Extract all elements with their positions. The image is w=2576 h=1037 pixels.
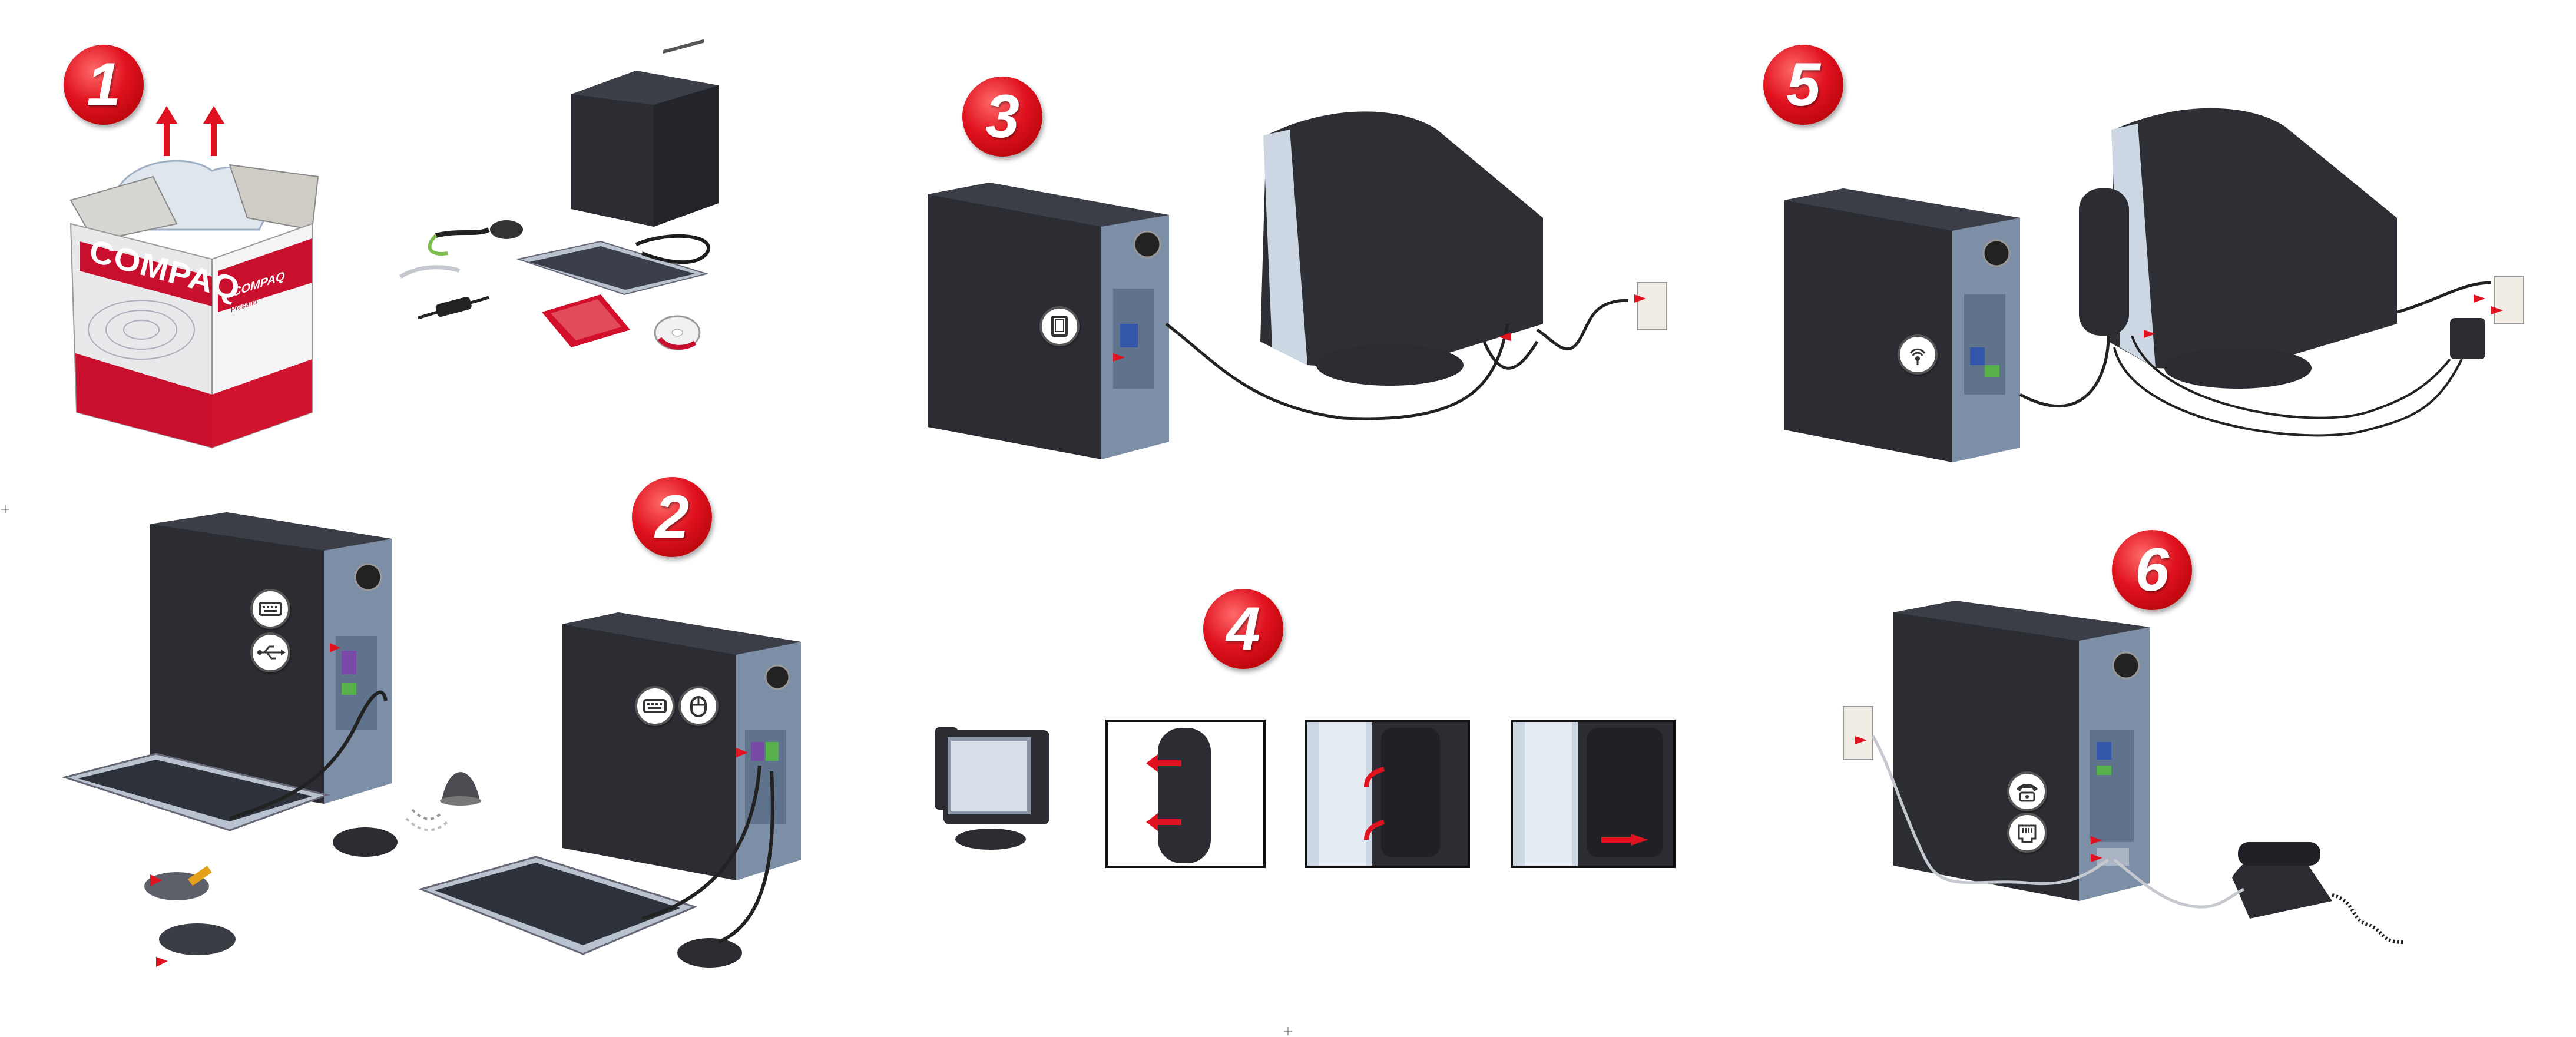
step-3-monitor-connection-illustration [919,94,1673,448]
monitor-front-illustration [914,718,1073,860]
speaker-attach-step-b [1305,720,1470,868]
network-jack-icon [2007,813,2047,853]
registration-mark-left [1,505,9,513]
telephone-icon [2007,771,2047,811]
step-5-speaker-connection-illustration [1779,100,2532,477]
usb-icon [250,632,290,672]
step-4-badge: 4 [1203,589,1283,669]
speaker-attach-step-c [1511,720,1676,868]
monitor-port-icon [1039,306,1080,346]
lift-arrow-icon [156,106,224,156]
keyboard-port-icon [250,589,290,629]
step-6-modem-phone-illustration [1837,589,2485,978]
step-1-unbox-illustration [35,106,365,518]
step-4-number: 4 [1226,598,1260,660]
speaker-attach-step-a [1105,720,1266,868]
registration-mark-bottom [1284,1027,1292,1035]
mouse-small [490,220,523,239]
package-contents-illustration [389,59,742,365]
mouse-port-icon [678,686,719,726]
speaker-audio-icon [1898,334,1938,375]
step-2-keyboard-mouse-illustration [53,506,866,989]
keyboard-port-icon [635,686,675,726]
